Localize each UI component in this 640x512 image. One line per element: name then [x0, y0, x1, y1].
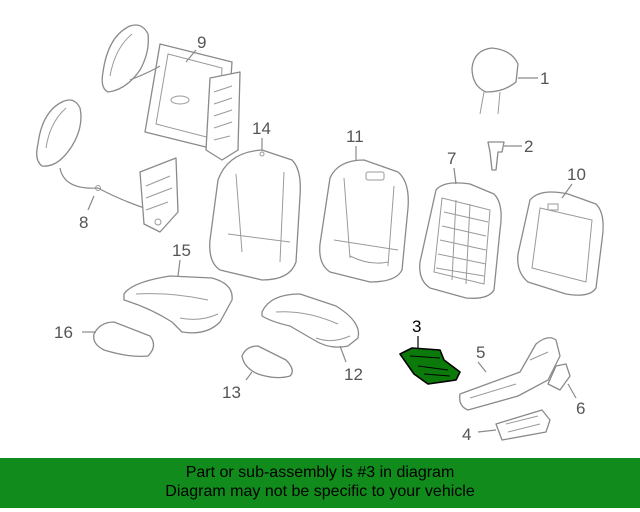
- callout-4: 4: [462, 425, 471, 444]
- callout-10: 10: [567, 165, 586, 184]
- callout-13: 13: [222, 383, 241, 402]
- part-1-headrest[interactable]: [471, 47, 519, 115]
- callout-16: 16: [54, 323, 73, 342]
- banner-line-disclaimer: Diagram may not be specific to your vehi…: [165, 483, 475, 500]
- banner-line-part: Part or sub-assembly is #3 in diagram: [185, 464, 455, 481]
- leader-lines: [82, 49, 577, 433]
- part-7-seatback-frame[interactable]: [419, 182, 502, 299]
- part-14-seatback-cushion[interactable]: [209, 149, 301, 281]
- seat-parts-diagram: 9 1 2 7 10 14 11 8 15 16 12 13 3 5 6 4: [36, 24, 604, 444]
- callout-9: 9: [197, 33, 206, 52]
- part-8-side-bolster-mechanism[interactable]: [36, 99, 179, 233]
- part-9-backrest-frame[interactable]: [101, 24, 241, 161]
- callout-8: 8: [79, 213, 88, 232]
- part-3-highlighted[interactable]: [399, 347, 461, 385]
- part-16-cushion-insert[interactable]: [93, 321, 155, 358]
- callout-11: 11: [346, 127, 364, 146]
- part-5-side-trim[interactable]: [459, 337, 561, 411]
- part-10-rear-panel[interactable]: [517, 191, 604, 296]
- callout-2: 2: [524, 137, 533, 156]
- callout-1: 1: [540, 69, 549, 88]
- callout-3: 3: [412, 317, 421, 336]
- part-2-headrest-guide[interactable]: [487, 141, 505, 171]
- part-12-seat-pad[interactable]: [261, 293, 360, 348]
- part-4-switch[interactable]: [495, 409, 551, 441]
- callout-15: 15: [172, 241, 191, 260]
- callout-12: 12: [344, 365, 363, 384]
- callout-7: 7: [447, 149, 456, 168]
- callout-6: 6: [576, 399, 585, 418]
- callout-5: 5: [476, 343, 485, 362]
- part-11-seatback-pad[interactable]: [319, 159, 409, 283]
- part-6-small-cover[interactable]: [547, 363, 571, 391]
- part-15-seat-cushion[interactable]: [123, 275, 233, 334]
- part-13-pad-insert[interactable]: [241, 345, 293, 379]
- callout-14: 14: [252, 119, 271, 138]
- info-banner: Part or sub-assembly is #3 in diagram Di…: [0, 458, 640, 508]
